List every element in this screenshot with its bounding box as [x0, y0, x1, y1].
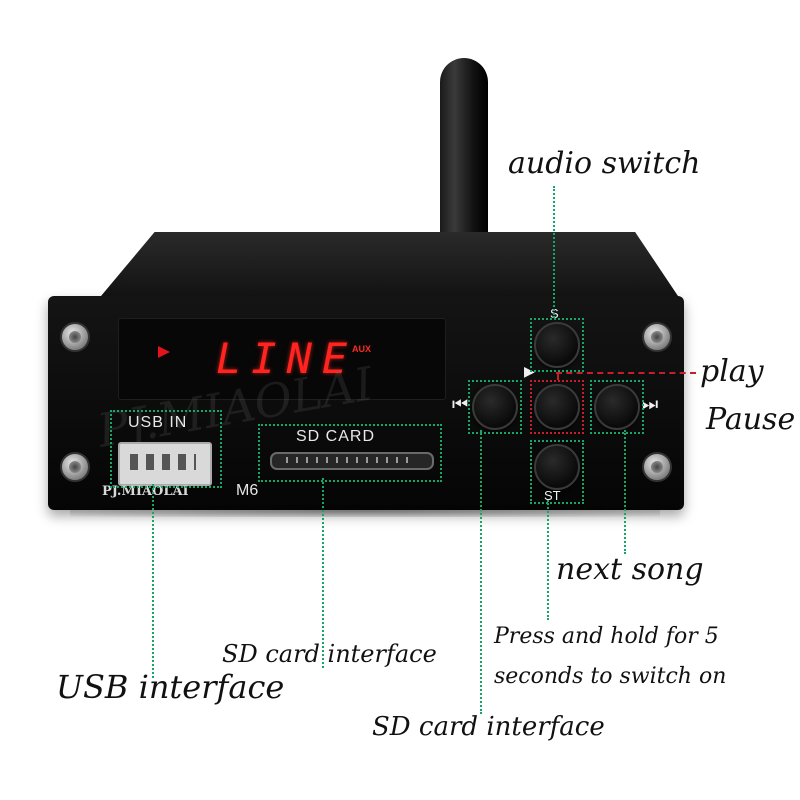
sd-card-interface-annotation-upper: SD card interface [222, 640, 437, 668]
sd-card-interface-annotation-lower: SD card interface [372, 712, 605, 742]
pause-annotation: Pause [706, 402, 796, 437]
audio-switch-leader-line [553, 186, 555, 318]
press-hold-annotation-line1: Press and hold for 5 [494, 624, 719, 649]
sd-card-slot [270, 452, 434, 470]
play-annotation: play [700, 354, 764, 389]
prev-button[interactable] [472, 384, 518, 430]
audio-switch-annotation: audio switch [508, 146, 701, 181]
next-highlight-box [590, 380, 644, 434]
st-highlight-box [530, 440, 584, 504]
usb-in-label: USB IN [128, 414, 188, 431]
next-icon: ⏭ [642, 394, 659, 415]
sd-highlight-box [258, 424, 442, 482]
next-button[interactable] [594, 384, 640, 430]
device-top [96, 232, 682, 302]
play-icon: ▶ [524, 364, 535, 380]
screw-bottom-left [60, 452, 90, 482]
display-play-indicator-icon [158, 346, 170, 358]
usb-leader-line [152, 484, 154, 678]
press-hold-annotation-line2: seconds to switch on [494, 664, 727, 689]
display-aux-indicator: AUX [352, 344, 372, 354]
device-shadow [70, 505, 660, 517]
usb-interface-annotation: USB interface [56, 668, 285, 706]
screw-bottom-right [642, 452, 672, 482]
led-display [118, 318, 446, 400]
audio-switch-button[interactable] [534, 322, 580, 368]
next-song-annotation: next song [556, 552, 704, 587]
screw-top-right [642, 322, 672, 352]
play-highlight-box [530, 380, 584, 434]
sd-leader-line [322, 478, 324, 668]
st-button[interactable] [534, 444, 580, 490]
st-leader-line [547, 500, 549, 620]
button-st-label: ST [544, 488, 561, 503]
prev-icon: ⏮ [452, 394, 469, 415]
play-leader-stub [557, 372, 559, 380]
prev-highlight-box [468, 380, 522, 434]
display-text: LINE [216, 334, 358, 383]
sd-card-label: SD CARD [296, 428, 376, 445]
usb-highlight-box [110, 410, 222, 488]
prev-leader-line [480, 430, 482, 714]
usb-port [118, 442, 212, 486]
screw-top-left [60, 322, 90, 352]
play-pause-button[interactable] [534, 384, 580, 430]
play-leader-line [556, 372, 696, 374]
audio-switch-highlight-box [530, 318, 584, 372]
model-label: M6 [236, 482, 259, 499]
next-song-leader-line [624, 430, 626, 554]
